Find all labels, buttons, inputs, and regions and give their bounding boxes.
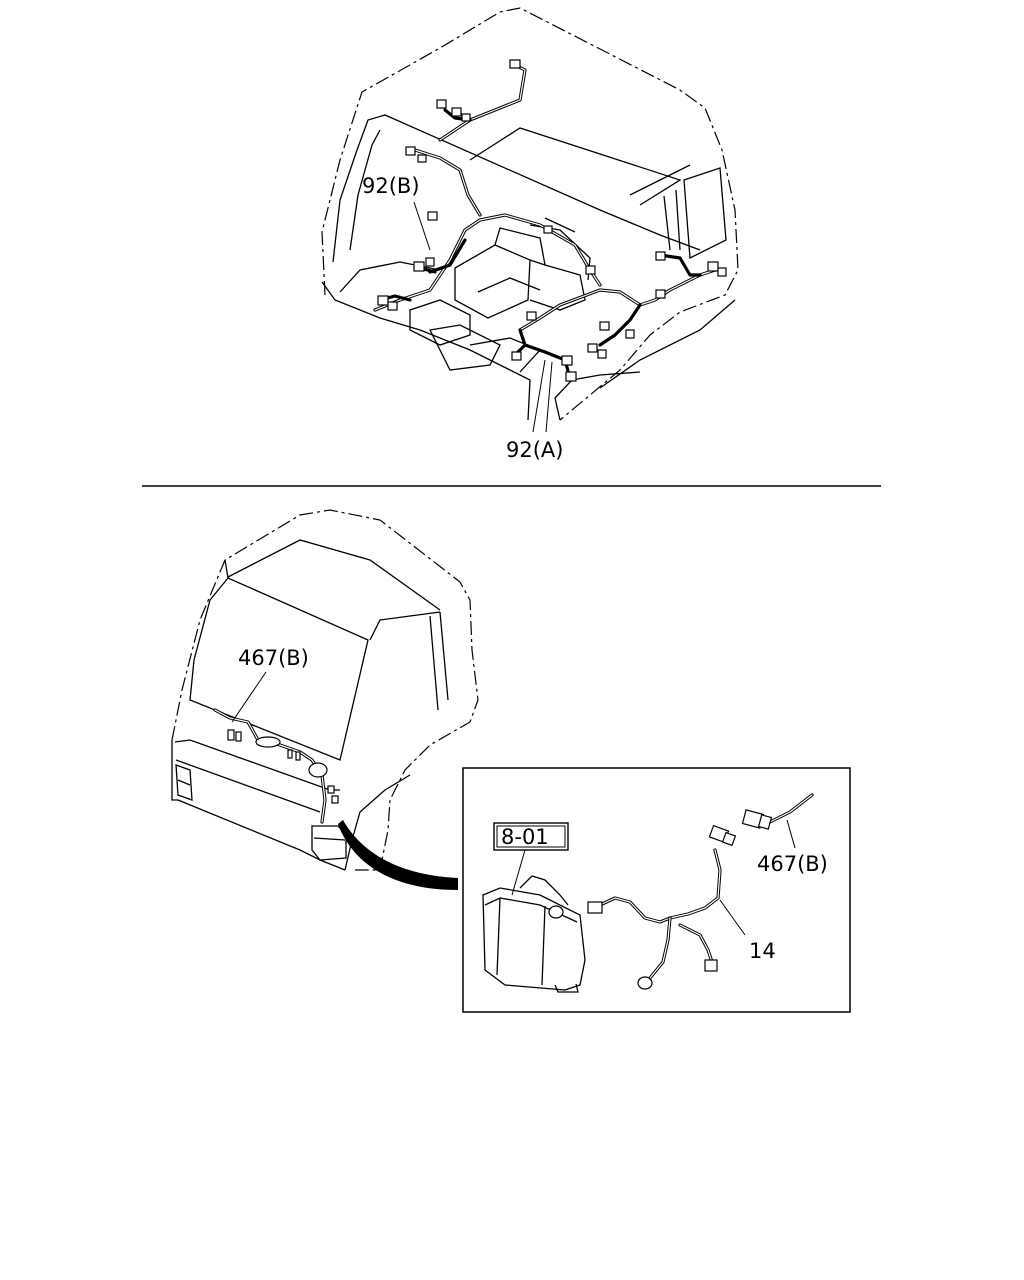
cab-wiring-harness [213,708,339,824]
leader-92b [413,201,431,251]
main-wiring-harness [373,63,717,380]
ref-section-label: 8-01 [501,825,549,849]
harness-connectors-top [377,59,727,382]
ref-section-box [493,822,569,851]
cab-interior-illustration [321,7,739,421]
leader-467b-cab [231,671,267,723]
callout-92a: 92(A) [506,438,563,462]
leader-467b-inset [786,819,796,849]
callout-467b-cab: 467(B) [238,646,309,670]
callout-14: 14 [749,939,776,963]
cab-exterior-illustration [171,509,479,871]
leader-14 [719,899,746,936]
leader-92a [532,359,546,433]
callout-467b-inset: 467(B) [757,852,828,876]
leader-ref-section [511,849,526,896]
detail-pointer-arrow [338,820,458,890]
callout-92b: 92(B) [362,174,420,198]
corner-lamp [482,875,586,993]
inset-wire-harness [587,793,814,990]
detail-inset-frame [462,767,851,1013]
